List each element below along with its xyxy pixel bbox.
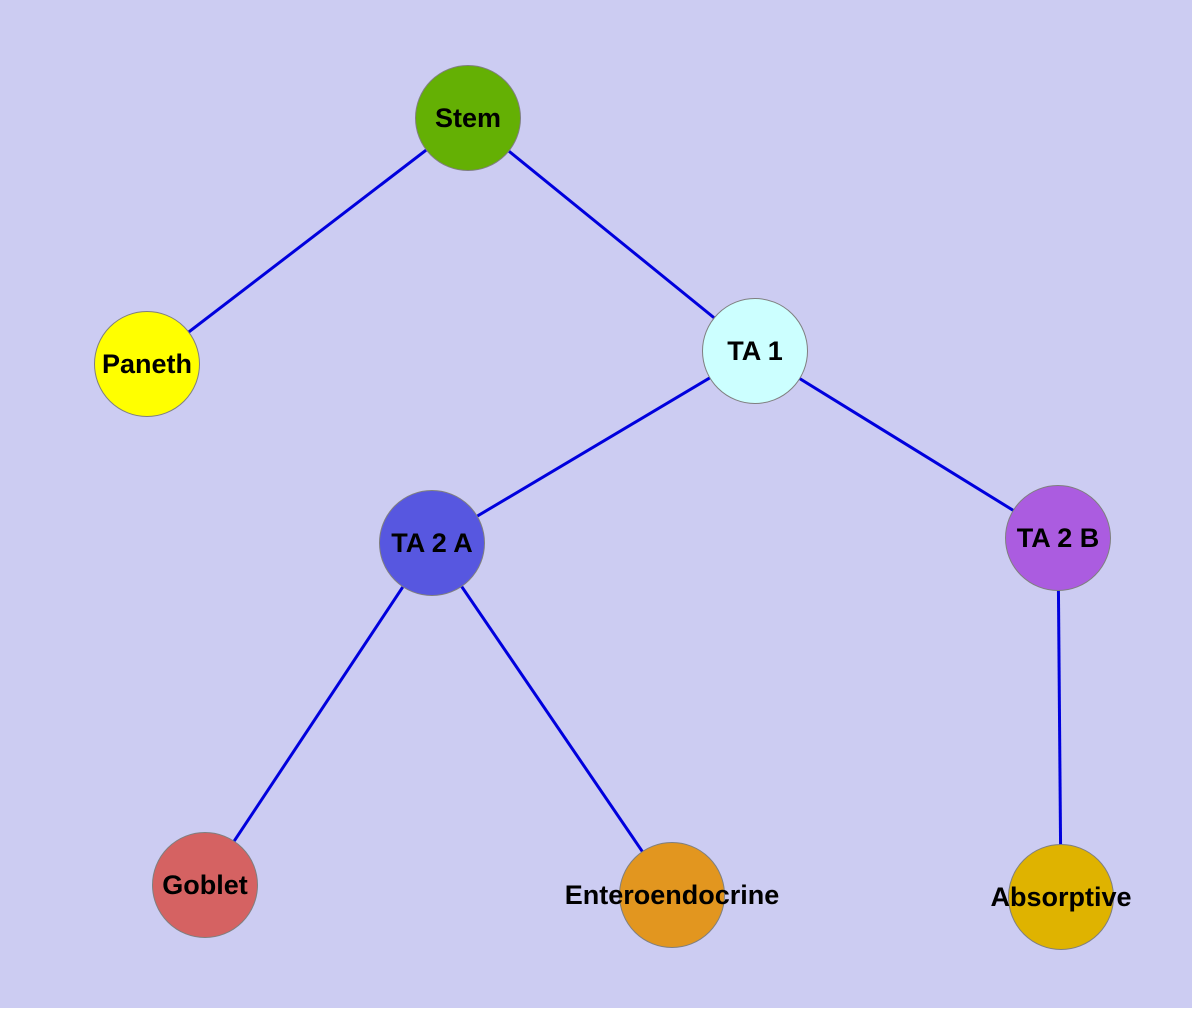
edge-ta-2-b-to-absorptive — [1056, 537, 1063, 898]
node-label-paneth: Paneth — [101, 348, 193, 379]
edge-stem-to-paneth — [146, 116, 469, 366]
edge-ta-1-to-ta-2-a — [431, 349, 756, 545]
node-ta-2-b: TA 2 B — [1005, 485, 1111, 591]
node-absorptive: Absorptive — [990, 844, 1132, 950]
node-label-enteroendocrine: Enteroendocrine — [564, 879, 780, 910]
edge-ta-2-a-to-goblet — [203, 542, 434, 886]
node-paneth: Paneth — [94, 311, 200, 417]
node-label-goblet: Goblet — [162, 869, 248, 900]
edge-ta-1-to-ta-2-b — [754, 349, 1059, 540]
node-ta-1: TA 1 — [702, 298, 808, 404]
node-label-stem: Stem — [434, 102, 502, 133]
node-label-absorptive: Absorptive — [990, 881, 1132, 912]
node-label-ta-1: TA 1 — [727, 335, 783, 366]
edge-ta-2-a-to-enteroendocrine — [430, 542, 674, 896]
edge-stem-to-ta-1 — [467, 116, 756, 353]
node-label-ta-2-b: TA 2 B — [1016, 522, 1100, 553]
node-enteroendocrine: Enteroendocrine — [565, 842, 779, 948]
node-goblet: Goblet — [152, 832, 258, 938]
node-stem: Stem — [415, 65, 521, 171]
node-label-ta-2-a: TA 2 A — [391, 527, 473, 558]
node-ta-2-a: TA 2 A — [379, 490, 485, 596]
